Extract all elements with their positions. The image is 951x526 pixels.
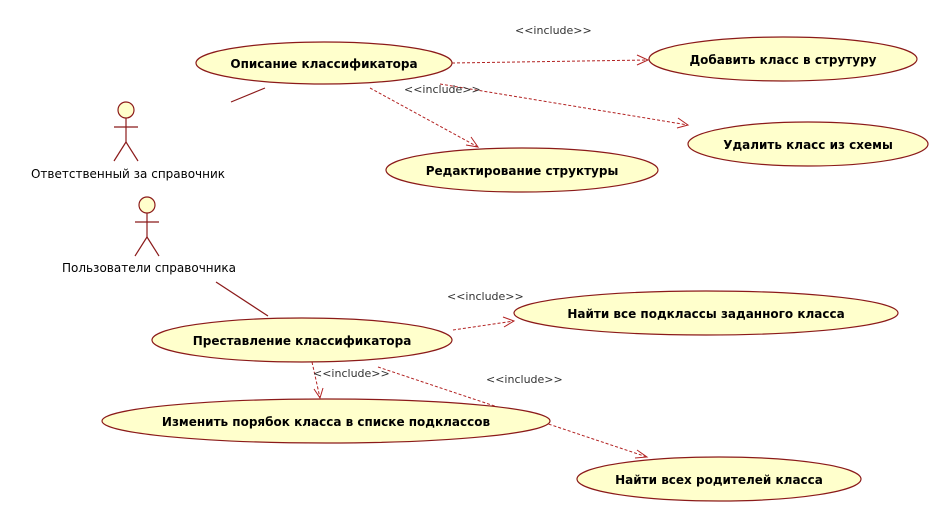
actor-responsible[interactable]: Ответственный за справочник bbox=[31, 101, 225, 181]
stereotype-include-2: <<include>> bbox=[404, 83, 481, 96]
svg-text:Добавить класс в струтуру: Добавить класс в струтуру bbox=[689, 53, 876, 67]
stereotype-include-4: <<include>> bbox=[313, 367, 390, 380]
use-case-find-parents[interactable]: Найти всех родителей класса bbox=[576, 456, 862, 502]
association-resp-uc1 bbox=[230, 87, 266, 103]
include-uc1-uc4 bbox=[369, 87, 480, 148]
use-case-change-order[interactable]: Изменить порябок класса в списке подклас… bbox=[101, 398, 551, 444]
stereotype-include-5: <<include>> bbox=[486, 373, 563, 386]
actor-head bbox=[117, 101, 135, 119]
include-uc1-uc3 bbox=[439, 83, 690, 129]
include-uc6-uc5 bbox=[452, 316, 516, 331]
association-users-uc6 bbox=[215, 281, 269, 317]
use-case-delete-class[interactable]: Удалить класс из схемы bbox=[687, 121, 929, 167]
svg-text:Удалить класс из схемы: Удалить класс из схемы bbox=[723, 138, 893, 152]
use-case-find-subclasses[interactable]: Найти все подклассы заданного класса bbox=[513, 290, 899, 336]
svg-text:Найти всех родителей класса: Найти всех родителей класса bbox=[615, 473, 823, 487]
include-uc6-uc7 bbox=[311, 361, 324, 400]
svg-text:Изменить порябок класса в спис: Изменить порябок класса в списке подклас… bbox=[162, 415, 491, 429]
stereotype-include-3: <<include>> bbox=[447, 290, 524, 303]
svg-text:Описание классификатора: Описание классификатора bbox=[230, 57, 417, 71]
actor-label-responsible: Ответственный за справочник bbox=[31, 167, 225, 181]
actor-users[interactable]: Пользователи справочника bbox=[62, 196, 236, 275]
actor-head bbox=[138, 196, 156, 214]
svg-text:Редактирование структуры: Редактирование структуры bbox=[426, 164, 619, 178]
use-case-edit-structure[interactable]: Редактирование структуры bbox=[385, 147, 659, 193]
use-case-classifier-description[interactable]: Описание классификатора bbox=[195, 41, 453, 85]
actor-label-users: Пользователи справочника bbox=[62, 261, 236, 275]
stereotype-include-1: <<include>> bbox=[515, 24, 592, 37]
svg-text:Преставление классификатора: Преставление классификатора bbox=[193, 334, 412, 348]
use-case-classifier-view[interactable]: Преставление классификатора bbox=[151, 317, 453, 363]
use-case-add-class[interactable]: Добавить класс в струтуру bbox=[648, 36, 918, 82]
include-uc1-uc2 bbox=[451, 54, 650, 66]
svg-text:Найти все подклассы заданного: Найти все подклассы заданного класса bbox=[567, 307, 844, 321]
